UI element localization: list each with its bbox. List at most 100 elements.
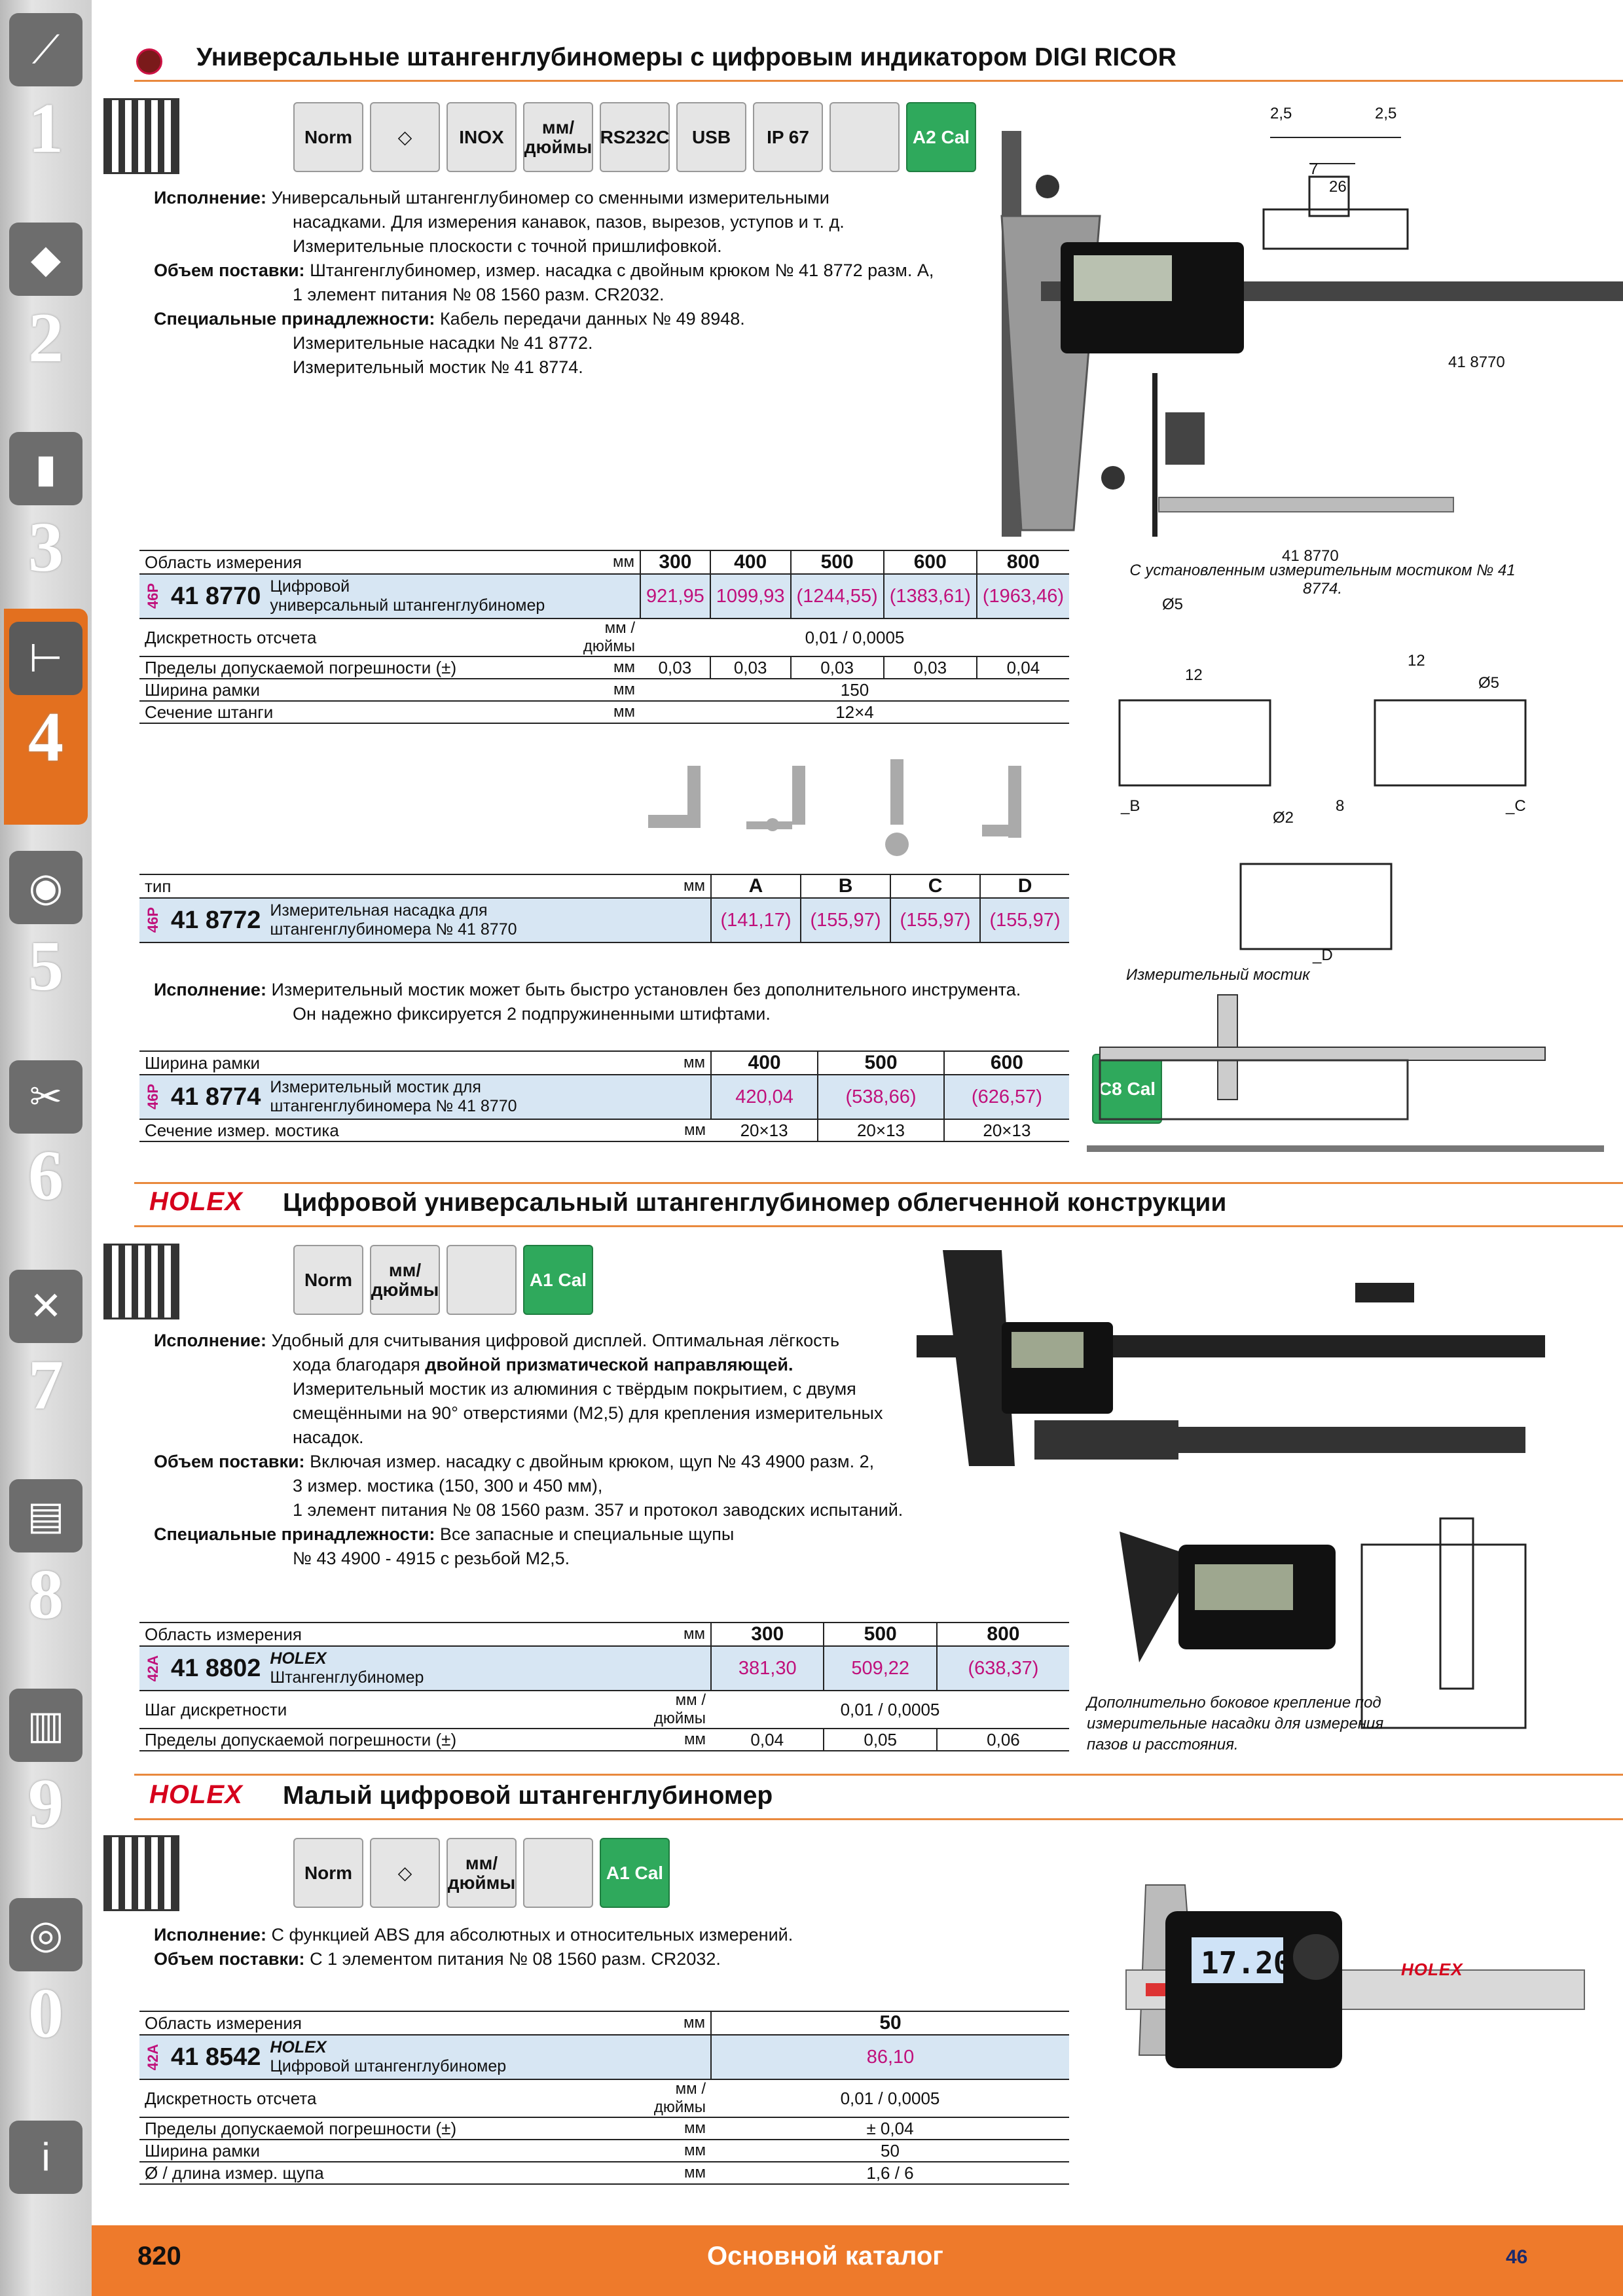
description-text: Кабель передачи данных № 49 8948. — [439, 309, 745, 329]
unit-label: мм — [621, 1119, 711, 1142]
bridge-image — [1087, 994, 1604, 1152]
feature-icon: ◇ — [370, 102, 440, 172]
column-header: 50 — [710, 2011, 1069, 2036]
description-line: Измерительные насадки № 41 8772. — [154, 331, 972, 355]
image-label: 41 8770 — [1448, 353, 1505, 371]
description-label: Объем поставки: — [154, 1949, 305, 1969]
spec-value: 0,03 — [640, 656, 710, 679]
toolbox-icon: ▤ — [9, 1479, 82, 1552]
sidebar-number: 0 — [28, 1975, 64, 2053]
catalog-title: Основной каталог — [707, 2242, 943, 2270]
description-text: Удобный для считывания цифровой дисплей.… — [271, 1331, 840, 1350]
column-header: Область измерения — [139, 2011, 621, 2036]
sidebar-item-info[interactable]: i — [4, 2108, 88, 2194]
sidebar-item-3[interactable]: ▮3 — [4, 419, 88, 590]
section3-description: Исполнение: С функцией ABS для абсолютны… — [154, 1923, 972, 1971]
sidebar-item-5[interactable]: ◉5 — [4, 838, 88, 1009]
spec-value: 0,01 / 0,0005 — [640, 619, 1069, 657]
description-text: насадками. Для измерения канавок, пазов,… — [293, 212, 845, 232]
sidebar-item-6[interactable]: ✂6 — [4, 1047, 88, 1219]
group-code: 46P — [145, 583, 161, 609]
feature-icon: ◇ — [370, 1838, 440, 1908]
price: (638,37) — [936, 1646, 1069, 1691]
description-text: С функцией ABS для абсолютных и относите… — [271, 1925, 793, 1945]
bridge-description: Исполнение: Измерительный мостик может б… — [154, 978, 1103, 1026]
description-label: Специальные принадлежности: — [154, 1524, 435, 1544]
ricor-badge-icon — [136, 48, 162, 75]
sidebar-item-4[interactable]: ⊢4 — [4, 609, 88, 825]
description-label: Объем поставки: — [154, 260, 305, 280]
spec-value: 0,01 / 0,0005 — [711, 1691, 1069, 1729]
description-text: Универсальный штангенглубиномер со сменн… — [271, 188, 830, 207]
sidebar-item-0[interactable]: ◎0 — [4, 1885, 88, 2056]
category-sidebar: ⟋1 ◆2 ▮3 ⊢4◉5 ✂6 ✕7 ▤8 ▥9 ◎0 i — [0, 0, 92, 2296]
feature-icon — [447, 1245, 517, 1315]
description-text: 1 элемент питания № 08 1560 разм. CR2032… — [293, 285, 665, 304]
attachment-diagrams — [1118, 699, 1527, 950]
description-label: Специальные принадлежности: — [154, 309, 435, 329]
attachments-image — [648, 759, 1021, 856]
column-header: 600 — [883, 550, 977, 575]
sidebar-item-2[interactable]: ◆2 — [4, 209, 88, 381]
spec-value: 150 — [640, 679, 1069, 702]
sidebar-item-9[interactable]: ▥9 — [4, 1676, 88, 1847]
desc-line: Измерительная насадка для — [270, 901, 488, 920]
price: (1244,55) — [790, 574, 884, 619]
description-text: Измерительные насадки № 41 8772. — [293, 333, 593, 353]
feature-icon — [830, 102, 900, 172]
caption-line: измерительные насадки для измерения — [1087, 1715, 1384, 1732]
price: (141,17) — [710, 898, 801, 943]
description-line: насадками. Для измерения канавок, пазов,… — [154, 210, 972, 234]
spec-value: 0,03 — [709, 656, 791, 679]
spec-label: Пределы допускаемой погрешности (±) — [139, 1729, 621, 1751]
sidebar-number: 5 — [28, 927, 64, 1005]
sidebar-item-7[interactable]: ✕7 — [4, 1257, 88, 1428]
description-text: 1 элемент питания № 08 1560 разм. 357 и … — [293, 1500, 903, 1520]
qr-code-icon — [103, 1244, 179, 1319]
description-line: хода благодаря двойной призматической на… — [154, 1353, 972, 1377]
spec-value: 20×13 — [817, 1119, 944, 1142]
sidebar-number: 4 — [28, 698, 64, 776]
feature-icon: A1 Cal — [600, 1838, 670, 1908]
dim-label: 26 — [1329, 178, 1347, 196]
spec-value: 0,06 — [936, 1729, 1069, 1751]
sidebar-item-1[interactable]: ⟋1 — [4, 0, 88, 171]
view-label: _D — [1313, 946, 1333, 964]
feature-icon: IP 67 — [753, 102, 823, 172]
description-line: насадок. — [154, 1426, 972, 1450]
column-header: Область измерения — [139, 1622, 621, 1647]
unit-label: мм / дюймы — [621, 2079, 711, 2118]
feature-icon: мм/дюймы — [370, 1245, 440, 1315]
unit-label: мм — [621, 2140, 711, 2162]
spec-label: Дискретность отсчета — [139, 2079, 621, 2118]
sidebar-number: 6 — [28, 1137, 64, 1215]
divider — [134, 1818, 1623, 1820]
spec-label: Пределы допускаемой погрешности (±) — [139, 2117, 621, 2140]
description-text: насадок. — [293, 1427, 364, 1447]
bridge-label: Измерительный мостик — [1126, 966, 1310, 984]
image-caption: С установленным измерительным мостиком №… — [1129, 562, 1516, 598]
sidebar-item-8[interactable]: ▤8 — [4, 1466, 88, 1638]
safety-icon: ◎ — [9, 1898, 82, 1971]
divider — [134, 1182, 1623, 1184]
column-header: 600 — [943, 1050, 1069, 1075]
